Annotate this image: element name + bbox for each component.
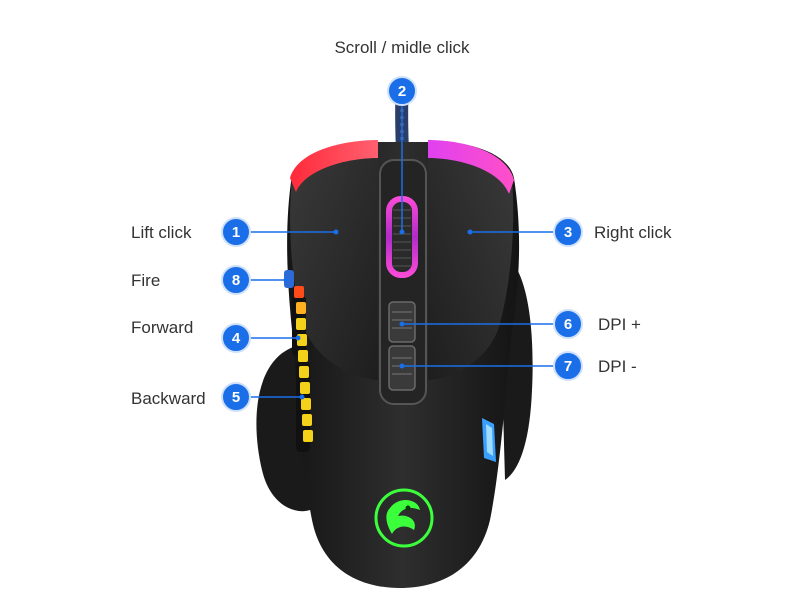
label-right-click: Right click [594,223,672,242]
svg-text:8: 8 [232,272,240,289]
callout-badge-5: 5 [221,382,251,412]
label-scroll-middle-click: Scroll / midle click [334,38,470,57]
svg-text:5: 5 [232,389,240,406]
callout-badge-7: 7 [553,351,583,381]
svg-text:1: 1 [232,224,240,241]
callout-badge-4: 4 [221,323,251,353]
callout-badge-3: 3 [553,217,583,247]
svg-text:2: 2 [398,83,406,100]
fire-button[interactable] [284,270,294,288]
callout-badge-6: 6 [553,309,583,339]
dragon-logo-icon [374,488,434,548]
label-backward: Backward [131,389,206,408]
left-click-button[interactable] [290,142,378,380]
right-click-button[interactable] [428,142,514,380]
label-fire: Fire [131,271,160,290]
label-lift-click: Lift click [131,223,192,242]
callout-badge-1: 1 [221,217,251,247]
label-forward: Forward [131,318,193,337]
leader-dots [283,229,473,400]
svg-text:4: 4 [232,330,241,347]
callout-badge-2: 2 [387,76,417,106]
label-dpi-plus: DPI + [598,315,641,334]
svg-text:7: 7 [564,358,572,375]
rgb-strip-left [290,140,378,192]
rgb-strip-right [428,140,514,194]
svg-text:6: 6 [564,316,572,333]
leader-lines [250,106,554,398]
label-dpi-minus: DPI - [598,357,637,376]
side-buttons [284,270,313,452]
svg-text:3: 3 [564,224,572,241]
callout-badge-8: 8 [221,265,251,295]
